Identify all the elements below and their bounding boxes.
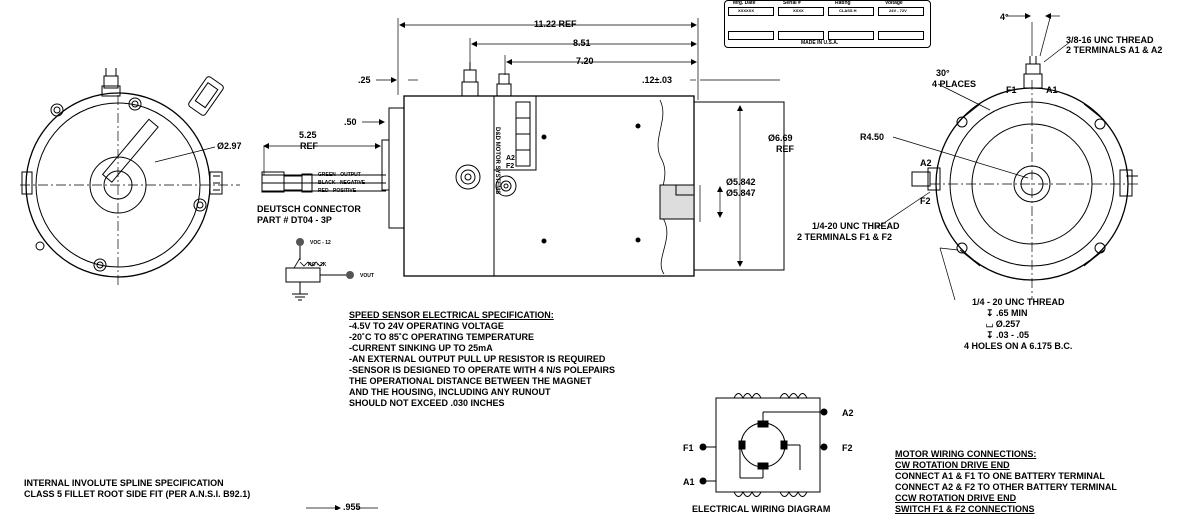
wiring-label-a2: A2 [842, 408, 854, 418]
spline-spec-line: CLASS 5 FILLET ROOT SIDE FIT (PER A.N.S.… [24, 489, 251, 499]
terminal-thread-f: 1/4-20 UNC THREAD [812, 221, 900, 231]
wire-red: RED - POSITIVE [318, 188, 357, 194]
mounting-depth: ↧ .65 MIN [986, 308, 1028, 318]
sensor-spec-line: -20˚C TO 85˚C OPERATING TEMPERATURE [349, 332, 535, 342]
table-value-serial: XXXX [793, 8, 804, 13]
mounting-pattern: 4 HOLES ON A 6.175 B.C. [964, 341, 1073, 351]
motor-wiring-ccw-title: CCW ROTATION DRIVE END [895, 493, 1017, 503]
label-f1-right: F1 [1006, 85, 1017, 95]
connector-part: PART # DT04 - 3P [257, 215, 332, 225]
label-f2-right: F2 [920, 196, 931, 206]
label-a2-right: A2 [920, 158, 932, 168]
terminal-thread-f-note: 2 TERMINALS F1 & F2 [797, 232, 893, 242]
dim-bottom: .955 [343, 502, 361, 512]
dim-overall: 11.22 REF [534, 19, 577, 29]
table-footer: MADE IN U.S.A. [801, 40, 839, 46]
dim-cable-length: 5.25 [299, 130, 317, 140]
sensor-spec-line: -SENSOR IS DESIGNED TO OPERATE WITH 4 N/… [349, 365, 616, 375]
table-header-voltage: Voltage [885, 0, 903, 6]
motor-wiring-ccw-line1: SWITCH F1 & F2 CONNECTIONS [895, 504, 1035, 514]
sensor-spec-line: -CURRENT SINKING UP TO 25mA [349, 343, 493, 353]
dim-cable-ref: REF [300, 141, 318, 151]
motor-wiring-cw-line1: CONNECT A1 & F1 TO ONE BATTERY TERMINAL [895, 471, 1105, 481]
circuit-vout: VOUT [360, 273, 374, 279]
wiring-diagram-title: ELECTRICAL WIRING DIAGRAM [692, 504, 831, 514]
terminal-thread-a: 3/8-16 UNC THREAD [1066, 35, 1154, 45]
wiring-label-f2: F2 [842, 443, 853, 453]
right-end-view [874, 13, 1140, 301]
motor-wiring-cw-line2: CONNECT A2 & F2 TO OTHER BATTERY TERMINA… [895, 482, 1117, 492]
dim-diameter-min: Ø5.842 [726, 177, 756, 187]
dim-angle-4: 4° [1000, 12, 1009, 22]
dim-mid: 8.51 [573, 38, 591, 48]
motor-wiring-cw-title: CW ROTATION DRIVE END [895, 460, 1010, 470]
body-label-f2: F2 [506, 163, 515, 170]
connector-title: DEUTSCH CONNECTOR [257, 204, 361, 214]
sensor-spec-title: SPEED SENSOR ELECTRICAL SPECIFICATION: [349, 310, 554, 320]
sensor-spec-line: SHOULD NOT EXCEED .030 INCHES [349, 398, 505, 408]
spline-spec-title: INTERNAL INVOLUTE SPLINE SPECIFICATION [24, 478, 224, 488]
sensor-circuit [285, 238, 354, 301]
dim-shaft-offset: .50 [344, 117, 357, 127]
mounting-thread: 1/4 - 20 UNC THREAD [972, 297, 1065, 307]
sensor-spec-line: -4.5V TO 24V OPERATING VOLTAGE [349, 321, 504, 331]
sensor-spec-line: THE OPERATIONAL DISTANCE BETWEEN THE MAG… [349, 376, 592, 386]
nameplate-table: Mfg. Date Serial # Rating Voltage XXXXXX… [724, 0, 931, 48]
dim-angle-30: 30° [936, 68, 950, 78]
mounting-cbore: ⌴ Ø.257 [986, 319, 1021, 329]
wiring-label-f1: F1 [683, 443, 694, 453]
table-value-mfg-date: XXXXXX [738, 8, 755, 13]
dim-end-diameter: Ø2.97 [217, 141, 242, 151]
table-header-mfg-date: Mfg. Date [733, 0, 756, 6]
dim-diameter-outer: Ø6.69 [768, 133, 793, 143]
body-brand-label: D&D MOTOR SYSTEMS [494, 127, 500, 195]
dim-angle-30-note: 4 PLACES [932, 79, 977, 89]
dim-diameter-max: Ø5.847 [726, 188, 756, 198]
circuit-voc: VOC - 12 [310, 240, 331, 246]
wire-black: BLACK - NEGATIVE [318, 180, 366, 186]
table-header-rating: Rating [835, 0, 851, 6]
motor-wiring-title: MOTOR WIRING CONNECTIONS: [895, 449, 1037, 459]
wire-green: GREEN - OUTPUT [318, 172, 361, 178]
sensor-spec-line: -AN EXTERNAL OUTPUT PULL UP RESISTOR IS … [349, 354, 606, 364]
table-header-serial: Serial # [783, 0, 801, 6]
dim-left-offset: .25 [358, 75, 371, 85]
label-a1-right: A1 [1046, 85, 1058, 95]
terminal-thread-a-note: 2 TERMINALS A1 & A2 [1066, 45, 1163, 55]
table-value-rating: CLASS H [839, 8, 857, 13]
dim-radius: R4.50 [860, 132, 885, 142]
body-label-a2: A2 [506, 155, 515, 162]
dim-tolerance: .12±.03 [642, 75, 672, 85]
wiring-diagram [699, 393, 828, 497]
table-value-voltage: 24V - 72V [889, 8, 907, 13]
left-end-view [20, 68, 240, 285]
side-view [261, 18, 785, 277]
dim-diameter-ref: REF [776, 144, 794, 154]
sensor-spec-line: AND THE HOUSING, INCLUDING ANY RUNOUT [349, 387, 551, 397]
mounting-cbore-depth: ↧ .03 - .05 [986, 330, 1030, 340]
wiring-label-a1: A1 [683, 477, 695, 487]
dim-inner: 7.20 [576, 56, 594, 66]
circuit-resistor: RO - 2K [308, 262, 327, 268]
